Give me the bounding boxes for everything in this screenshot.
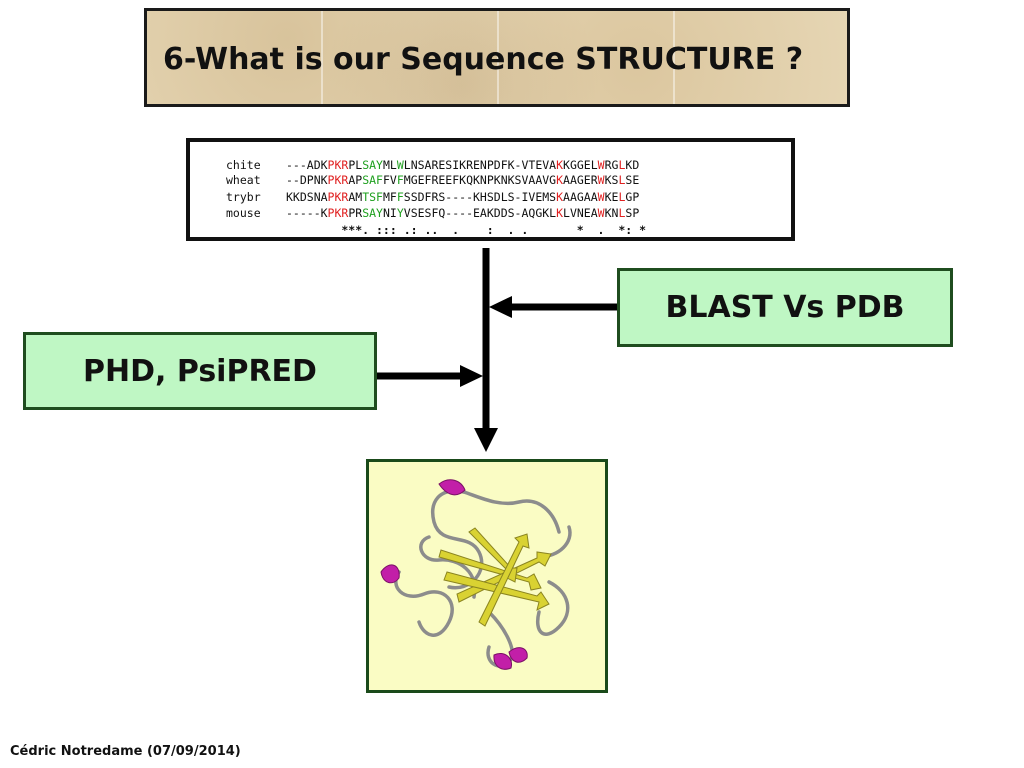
conserved-residues: K (556, 206, 564, 220)
sequence-residues: RG (604, 158, 619, 172)
sequence-residues: AAGER (563, 173, 598, 187)
conserved-residues: W (597, 190, 605, 204)
sequence-residues: PL (348, 158, 363, 172)
conserved-residues: L (618, 173, 626, 187)
sequence-residues: KKDSNA (286, 190, 328, 204)
phd-arrowhead (460, 365, 483, 387)
conserved-residues: PKR (327, 206, 349, 220)
sequence-residues: SP (625, 206, 640, 220)
sequence-residues: KGGEL (563, 158, 598, 172)
sequence-residues: LNSARESIKRENPDFK-VTEVA (403, 158, 557, 172)
blast-vs-pdb-box: BLAST Vs PDB (617, 268, 953, 347)
alignment-row-trybr: trybr KKDSNAPKRAMTSFMFFSSDFRS----KHSDLS-I… (226, 190, 639, 204)
protein-structure-image (366, 459, 608, 693)
sequence-name: mouse (226, 206, 261, 220)
sequence-residues: NI (382, 206, 397, 220)
conserved-residues: PKR (327, 190, 349, 204)
conserved-residues: K (556, 190, 564, 204)
sequence-residues: AP (348, 173, 363, 187)
title-box: 6-What is our Sequence STRUCTURE ? (144, 8, 850, 107)
conserved-residues: L (618, 158, 626, 172)
alignment-row-chite: chite---ADKPKRPLSAYMLWLNSARESIKRENPDFK-V… (226, 158, 639, 172)
sequence-residues: LVNEA (563, 206, 598, 220)
sequence-alignment-box: chite---ADKPKRPLSAYMLWLNSARESIKRENPDFK-V… (186, 138, 795, 241)
conserved-residues: PKR (327, 173, 349, 187)
alignment-row-mouse: mouse -----KPKRPRSAYNIYVSESFQ----EAKDDS-A… (226, 206, 639, 220)
conserved-residues: W (597, 158, 605, 172)
sequence-residues: MGEFREEFKQKNPKNKSVAAVG (403, 173, 557, 187)
protein-ribbon-illustration (380, 479, 572, 670)
sequence-residues: KN (604, 206, 619, 220)
sequence-residues: FV (382, 173, 397, 187)
sequence-residues: --DPNK (286, 173, 328, 187)
sequence-residues: VSESFQ----EAKDDS-AQGKL (403, 206, 557, 220)
conserved-residues: L (618, 206, 626, 220)
sequence-residues: AAGAA (563, 190, 598, 204)
conserved-residues: SAF (362, 173, 383, 187)
sequence-residues: -----K (286, 206, 328, 220)
conserved-residues: W (597, 173, 605, 187)
conserved-residues: L (618, 190, 626, 204)
conserved-residues: SAY (362, 158, 383, 172)
conserved-residues: Y (396, 206, 404, 220)
conserved-residues: K (556, 173, 564, 187)
conserved-residues: SAY (362, 206, 383, 220)
footer-credit: Cédric Notredame (07/09/2014) (10, 744, 241, 759)
sequence-residues: KS (604, 173, 619, 187)
sequence-residues: MF (382, 190, 397, 204)
sequence-residues: AM (348, 190, 363, 204)
sequence-name: trybr (226, 190, 261, 204)
sequence-name: wheat (226, 173, 261, 187)
sequence-name: chite (226, 158, 261, 172)
conserved-residues: K (556, 158, 564, 172)
conserved-residues: W (597, 206, 605, 220)
sequence-residues: ---ADK (286, 158, 328, 172)
slide-title: 6-What is our Sequence STRUCTURE ? (163, 42, 804, 77)
blast-label: BLAST Vs PDB (665, 290, 905, 325)
sequence-residues: PR (348, 206, 363, 220)
sequence-residues: SE (625, 173, 640, 187)
sequence-residues: ML (382, 158, 397, 172)
sequence-residues: SSDFRS----KHSDLS-IVEMS (403, 190, 557, 204)
sequence-residues: GP (625, 190, 640, 204)
conserved-residues: PKR (327, 158, 349, 172)
sequence-residues: KD (625, 158, 640, 172)
conserved-residues: TSF (362, 190, 383, 204)
sequence-residues: KE (604, 190, 619, 204)
down-arrowhead (474, 428, 498, 452)
conserved-residues: W (396, 158, 404, 172)
phd-label: PHD, PsiPRED (83, 353, 317, 389)
conserved-residues: F (396, 190, 404, 204)
phd-psipred-box: PHD, PsiPRED (23, 332, 377, 410)
alignment-row-wheat: wheat --DPNKPKRAPSAFFVFMGEFREEFKQKNPKNKSV… (226, 173, 639, 187)
conserved-residues: F (396, 173, 404, 187)
alignment-consensus: ***. ::: .: .. . : . . * . *: * (286, 223, 647, 237)
blast-arrowhead (489, 296, 512, 318)
